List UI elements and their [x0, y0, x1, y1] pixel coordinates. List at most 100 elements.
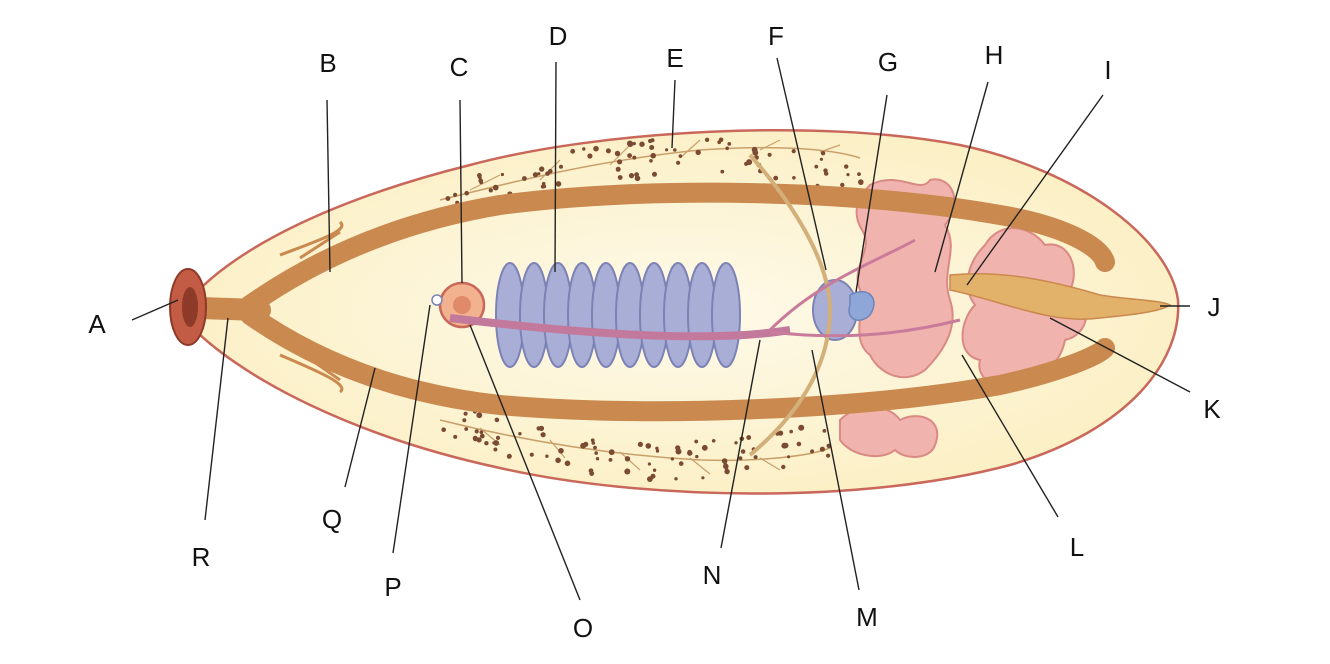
vitelline-dot: [593, 145, 599, 152]
vitelline-dot: [701, 476, 705, 480]
vitelline-dot: [479, 180, 484, 185]
vitelline-dot: [615, 166, 621, 172]
vitelline-dot: [740, 449, 746, 454]
vitelline-dot: [453, 192, 458, 197]
vitelline-dot: [717, 140, 722, 145]
vitelline-dot: [792, 176, 796, 180]
vitelline-dot: [582, 147, 586, 151]
vitelline-dot: [814, 164, 819, 169]
vitelline-dot: [479, 433, 485, 439]
vitelline-dot: [538, 425, 545, 431]
excretory-bladder: [949, 272, 1172, 320]
vitelline-dot: [488, 188, 493, 193]
vitelline-dot: [493, 447, 498, 452]
vitelline-dot: [819, 157, 824, 161]
vitelline-dot: [589, 471, 595, 476]
vitelline-dot: [789, 429, 793, 434]
vitelline-dot: [627, 153, 632, 159]
vitelline-dot: [476, 412, 483, 419]
label-c: C: [449, 52, 469, 82]
vitelline-dot: [844, 164, 849, 169]
vitelline-dot: [594, 451, 598, 455]
vitelline-dot: [492, 184, 499, 191]
vitelline-dot: [652, 171, 657, 177]
vitelline-dot: [652, 468, 657, 472]
vitelline-dot: [822, 429, 827, 433]
vitelline-dot: [462, 418, 467, 423]
vitelline-dot: [495, 435, 501, 440]
label-i: I: [1104, 55, 1112, 85]
vitelline-dot: [798, 424, 805, 431]
vitelline-dot: [752, 149, 759, 156]
vitelline-dot: [453, 434, 458, 439]
vitelline-dot: [767, 152, 772, 157]
vitelline-dot: [518, 432, 522, 436]
vitelline-dot: [548, 169, 553, 174]
vitelline-dot: [711, 439, 716, 443]
vitelline-dot: [583, 441, 589, 447]
vitelline-dot: [781, 442, 788, 449]
vitelline-dot: [632, 141, 636, 146]
vitelline-dot: [859, 181, 863, 185]
vitelline-dot: [632, 155, 637, 160]
vitelline-dot: [647, 462, 652, 466]
vitelline-dot: [649, 159, 653, 163]
vitelline-dot: [522, 176, 527, 181]
vitelline-dot: [820, 151, 826, 156]
vitelline-dot: [624, 468, 631, 475]
vitelline-dot: [634, 175, 641, 182]
vitelline-dot: [787, 455, 791, 459]
vitelline-dot: [555, 181, 562, 187]
vitelline-dot: [670, 457, 675, 461]
vitelline-dot: [701, 444, 708, 451]
vitelline-dot: [537, 172, 541, 176]
intestine-lower-branch: [240, 305, 1115, 422]
label-l: L: [1069, 532, 1085, 562]
vitelline-dot: [650, 152, 656, 159]
label-d: D: [548, 21, 568, 51]
vitelline-dot: [675, 448, 682, 455]
vitelline-dot: [796, 441, 802, 447]
vitelline-dot: [464, 190, 470, 196]
vitelline-dot: [637, 441, 644, 447]
vitelline-dot: [723, 463, 729, 470]
vas-deferens: [768, 238, 961, 338]
vitelline-dot: [724, 468, 730, 475]
label-m: M: [856, 602, 878, 632]
leader-lines: [131, 57, 1191, 601]
vitelline-dot: [477, 175, 482, 180]
label-k: K: [1203, 394, 1221, 424]
ootype: [848, 291, 875, 321]
vitelline-dot: [463, 411, 468, 416]
vitelline-dot: [781, 464, 786, 470]
vitelline-dot: [628, 173, 635, 179]
label-a: A: [88, 309, 106, 339]
vitelline-dot: [614, 150, 621, 157]
vitelline-dot: [673, 148, 677, 152]
vitelline-dot: [753, 455, 758, 460]
vitelline-dot: [695, 149, 701, 156]
label-o: O: [572, 613, 594, 643]
ventral-sucker-center: [453, 296, 471, 314]
vitelline-glands-lower: [439, 419, 831, 475]
vitelline-dot: [678, 461, 684, 466]
vitelline-dots-lower: [441, 409, 832, 482]
vitelline-dot: [591, 441, 596, 445]
vitelline-dot: [608, 458, 613, 462]
vitelline-dot: [720, 169, 725, 174]
vitelline-dot: [694, 439, 699, 444]
vitelline-dot: [810, 449, 815, 454]
vitelline-dot: [647, 476, 653, 482]
vitelline-dot: [605, 148, 611, 154]
vitelline-dot: [687, 450, 693, 456]
vitelline-dot: [746, 159, 753, 166]
vitelline-dot: [727, 142, 732, 146]
vitelline-dot: [545, 454, 549, 458]
vitelline-dot: [532, 172, 539, 178]
uterus-coil: [711, 262, 741, 368]
vitelline-dot: [540, 184, 545, 189]
vitelline-dot: [655, 449, 660, 453]
intestine-upper-branch: [240, 182, 1115, 315]
vitelline-dot: [595, 457, 600, 461]
vitelline-dot: [494, 417, 500, 423]
